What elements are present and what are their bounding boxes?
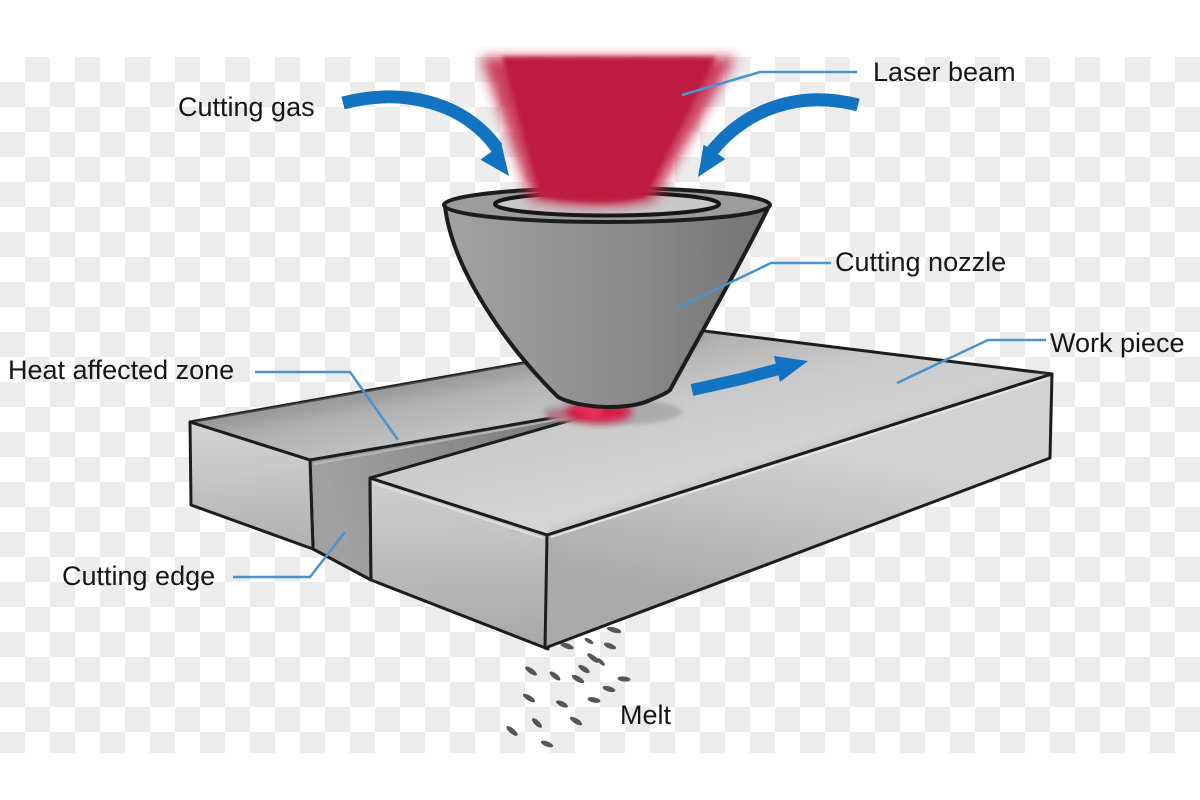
label-cutting-gas: Cutting gas bbox=[178, 92, 315, 122]
label-laser-beam: Laser beam bbox=[873, 57, 1016, 87]
label-work-piece: Work piece bbox=[1050, 328, 1185, 358]
leader-cutting-nozzle bbox=[676, 261, 831, 310]
label-cutting-edge: Cutting edge bbox=[62, 561, 216, 591]
leader-heat-affected-zone bbox=[255, 370, 400, 441]
label-cutting-nozzle: Cutting nozzle bbox=[835, 247, 1007, 277]
leader-laser-beam bbox=[681, 70, 857, 97]
melt-droplets bbox=[506, 626, 631, 748]
label-melt: Melt bbox=[620, 700, 672, 730]
laser-beam bbox=[481, 57, 736, 207]
leader-work-piece bbox=[896, 338, 1046, 385]
leader-cutting-edge bbox=[233, 531, 346, 579]
cutting-gas-arrow-right bbox=[698, 93, 860, 177]
label-heat-affected-zone: Heat affected zone bbox=[8, 355, 235, 385]
main-end-face bbox=[368, 476, 550, 651]
leader-lines bbox=[233, 70, 1046, 579]
cutting-direction-arrow bbox=[690, 356, 808, 396]
strip-end-face bbox=[188, 420, 315, 551]
cutting-gas-arrow-left bbox=[341, 90, 509, 176]
workpiece-front-face bbox=[543, 372, 1054, 650]
workpiece bbox=[188, 329, 1054, 651]
